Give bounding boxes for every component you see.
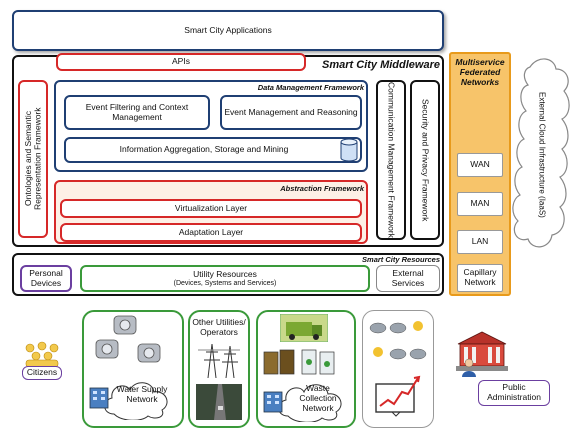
waste-collection-label: Waste Collection Network	[299, 383, 337, 413]
smart-city-applications-box: Smart City Applications	[12, 10, 444, 51]
waste-bins-icon	[263, 349, 335, 375]
ontologies-label: Ontologies and Semantic Representation F…	[22, 107, 42, 211]
water-supply-cloud-icon	[104, 382, 168, 420]
smart-city-applications-label: Smart City Applications	[184, 24, 272, 35]
man-box: MAN	[457, 192, 503, 216]
citizens-label-box: Citizens	[22, 366, 62, 380]
security-privacy-box: Security and Privacy Framework	[410, 80, 440, 240]
external-services-label: External Services	[391, 267, 425, 288]
road-photo-icon	[196, 384, 242, 420]
wan-box: WAN	[457, 153, 503, 177]
abstraction-title: Abstraction Framework	[280, 184, 364, 193]
water-building-icon	[89, 387, 109, 409]
citizens-icon	[25, 341, 59, 368]
info-aggregation-box: Information Aggregation, Storage and Min…	[64, 137, 362, 163]
capillary-network-label: Capillary Network	[463, 267, 497, 287]
personal-devices-label: Personal Devices	[29, 267, 63, 288]
ontologies-box: Ontologies and Semantic Representation F…	[18, 80, 48, 238]
public-administration-label: Public Administration	[487, 382, 541, 402]
cloud-label: External Cloud Infrastructure (IaaS)	[537, 92, 547, 218]
water-meters-icon	[95, 315, 161, 363]
info-aggregation-label: Information Aggregation, Storage and Min…	[119, 144, 289, 155]
event-filtering-label: Event Filtering and Context Management	[85, 101, 189, 122]
utility-resources-box: Utility Resources (Devices, Systems and …	[80, 265, 370, 292]
event-management-label: Event Management and Reasoning	[224, 106, 358, 117]
weather-icons	[369, 321, 427, 360]
cloud-shape	[512, 58, 570, 248]
adaptation-layer-label: Adaptation Layer	[178, 226, 244, 237]
virtualization-layer-label: Virtualization Layer	[174, 202, 248, 213]
utility-resources-label: Utility Resources	[193, 269, 257, 280]
capillary-network-box: Capillary Network	[457, 264, 503, 292]
event-filtering-box: Event Filtering and Context Management	[64, 95, 210, 130]
communication-management-label: Communication Management Framework	[386, 82, 397, 238]
event-management-box: Event Management and Reasoning	[220, 95, 362, 130]
official-person-icon	[462, 358, 476, 377]
dmf-title: Data Management Framework	[257, 83, 364, 92]
communication-management-box: Communication Management Framework	[376, 80, 406, 240]
adaptation-layer-box: Adaptation Layer	[60, 223, 362, 242]
public-administration-label-box: Public Administration	[478, 380, 550, 406]
external-services-box: External Services	[376, 265, 440, 292]
middleware-title: Smart City Middleware	[322, 59, 440, 71]
waste-cloud-icon	[278, 384, 342, 422]
security-privacy-label: Security and Privacy Framework	[420, 98, 431, 222]
wan-label: WAN	[470, 159, 490, 170]
personal-devices-box: Personal Devices	[20, 265, 72, 292]
power-tower-icon	[198, 343, 240, 379]
database-icon	[340, 138, 358, 162]
apis-box: APIs	[56, 53, 306, 71]
waste-building-icon	[263, 391, 283, 413]
water-supply-label: Water Supply Network	[116, 384, 168, 404]
citizens-label: Citizens	[26, 367, 58, 378]
resources-title: Smart City Resources	[362, 255, 440, 264]
federated-networks-title: Multiservice Federated Networks	[455, 57, 505, 87]
virtualization-layer-box: Virtualization Layer	[60, 199, 362, 218]
growth-chart-icon	[375, 375, 421, 417]
garbage-truck-icon	[280, 314, 328, 342]
utility-resources-sub: (Devices, Systems and Services)	[173, 279, 277, 287]
man-label: MAN	[470, 198, 490, 209]
lan-label: LAN	[471, 236, 489, 247]
cloud-label-wrap: External Cloud Infrastructure (IaaS)	[522, 80, 560, 230]
other-utilities-label: Other Utilities/ Operators	[192, 317, 246, 337]
lan-box: LAN	[457, 230, 503, 254]
apis-label: APIs	[172, 56, 190, 67]
